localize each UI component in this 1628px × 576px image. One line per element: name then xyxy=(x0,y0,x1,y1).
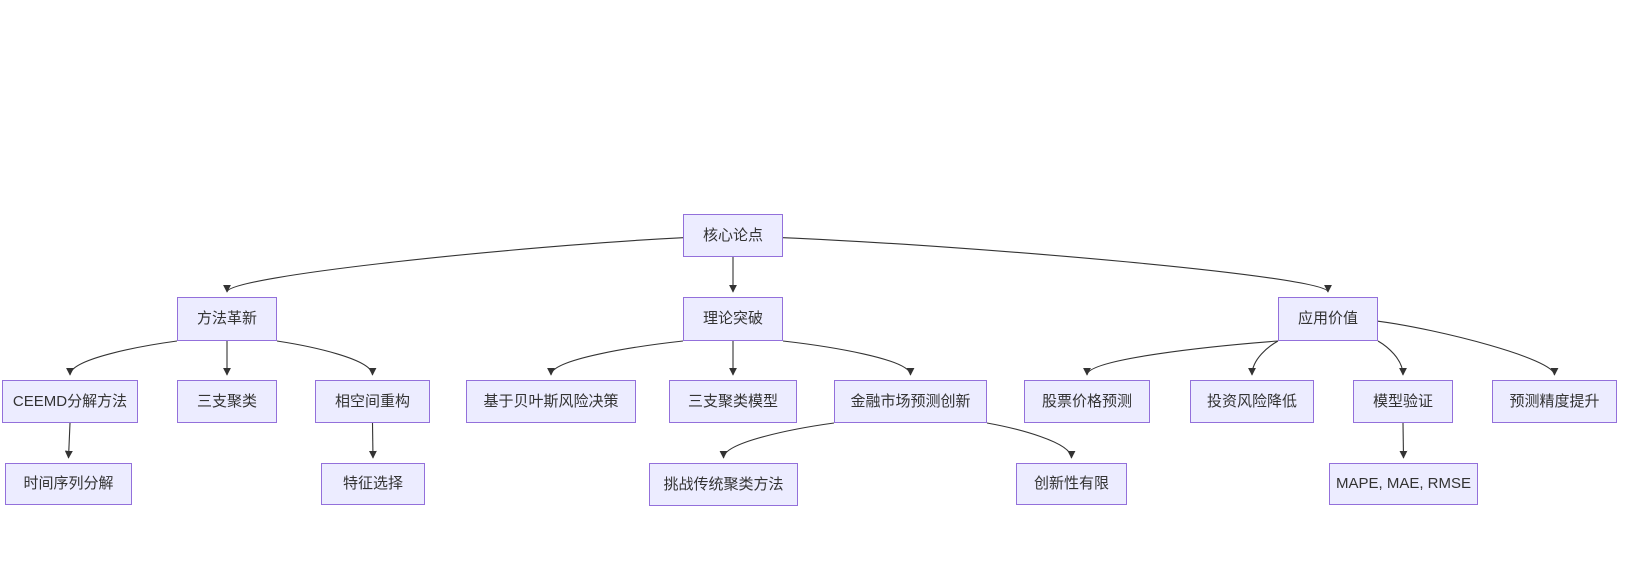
node-phase_space: 相空间重构 xyxy=(315,380,430,423)
node-label: 预测精度提升 xyxy=(1509,392,1600,410)
node-application: 应用价值 xyxy=(1278,297,1378,341)
node-precision: 预测精度提升 xyxy=(1492,380,1617,423)
edge-validation-to-metrics xyxy=(1399,422,1408,459)
node-label: CEEMD分解方法 xyxy=(12,392,128,410)
node-label: MAPE, MAE, RMSE xyxy=(1335,475,1472,492)
node-label: 挑战传统聚类方法 xyxy=(663,475,784,493)
node-label: 三支聚类模型 xyxy=(687,392,778,410)
node-label: 基于贝叶斯风险决策 xyxy=(483,392,619,410)
edge-application-to-invest xyxy=(1248,340,1279,376)
node-label: 金融市场预测创新 xyxy=(850,392,971,410)
node-limited: 创新性有限 xyxy=(1016,463,1127,505)
node-bayes: 基于贝叶斯风险决策 xyxy=(466,380,636,423)
node-core: 核心论点 xyxy=(683,214,783,257)
node-feature: 特征选择 xyxy=(321,463,425,505)
edge-ceemd-to-timeseries xyxy=(64,422,73,459)
node-invest: 投资风险降低 xyxy=(1190,380,1314,423)
edge-application-to-precision xyxy=(1377,320,1559,376)
node-method: 方法革新 xyxy=(177,297,277,341)
edge-finance-to-limited xyxy=(986,422,1076,459)
node-label: 核心论点 xyxy=(702,226,763,244)
node-three_way: 三支聚类 xyxy=(177,380,277,423)
edge-application-to-validation xyxy=(1377,340,1407,376)
node-label: 时间序列分解 xyxy=(23,475,114,492)
edge-theory-to-bayes xyxy=(547,340,684,376)
node-ceemd: CEEMD分解方法 xyxy=(2,380,138,423)
node-finance: 金融市场预测创新 xyxy=(834,380,987,423)
node-label: 特征选择 xyxy=(342,475,403,492)
edge-theory-to-finance xyxy=(782,340,915,376)
node-label: 三支聚类 xyxy=(196,392,257,410)
edge-method-to-phase_space xyxy=(276,340,377,376)
edge-core-to-method xyxy=(223,237,684,293)
node-label: 投资风险降低 xyxy=(1206,392,1297,410)
edge-finance-to-challenge xyxy=(719,422,835,459)
node-metrics: MAPE, MAE, RMSE xyxy=(1329,463,1478,505)
edge-phase_space-to-feature xyxy=(368,422,377,459)
node-theory: 理论突破 xyxy=(683,297,783,341)
node-challenge: 挑战传统聚类方法 xyxy=(649,463,798,506)
node-label: 相空间重构 xyxy=(334,392,410,410)
node-label: 模型验证 xyxy=(1372,392,1433,410)
node-label: 股票价格预测 xyxy=(1041,392,1132,410)
node-label: 创新性有限 xyxy=(1033,475,1109,492)
node-three_way_model: 三支聚类模型 xyxy=(669,380,797,423)
node-label: 理论突破 xyxy=(702,310,763,327)
node-stock: 股票价格预测 xyxy=(1024,380,1150,423)
edge-application-to-stock xyxy=(1083,340,1279,376)
node-label: 应用价值 xyxy=(1297,310,1358,327)
node-label: 方法革新 xyxy=(196,310,257,327)
edge-method-to-ceemd xyxy=(66,340,178,376)
edge-core-to-application xyxy=(782,237,1332,293)
node-timeseries: 时间序列分解 xyxy=(5,463,132,505)
node-validation: 模型验证 xyxy=(1353,380,1453,423)
